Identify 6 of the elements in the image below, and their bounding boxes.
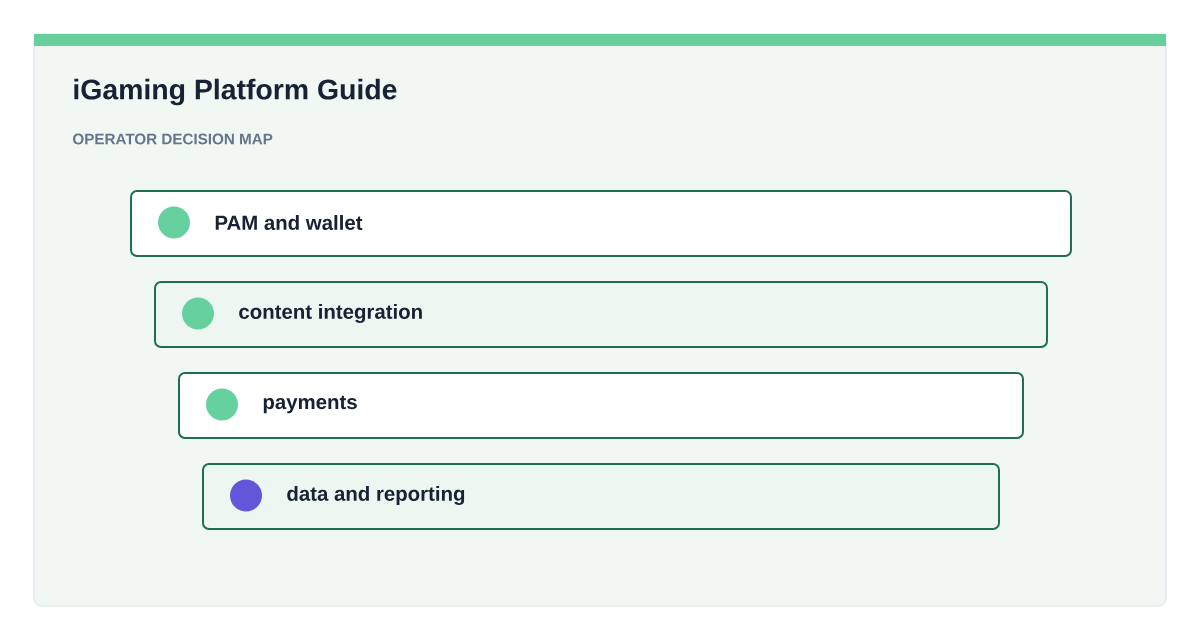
step-box: payments — [178, 372, 1024, 439]
title: iGaming Platform Guide — [74, 78, 397, 106]
step-box: data and reporting — [202, 463, 1000, 530]
step-box: content integration — [154, 281, 1048, 348]
subtitle: OPERATOR DECISION MAP — [73, 133, 273, 145]
step-box: PAM and wallet — [130, 190, 1072, 257]
